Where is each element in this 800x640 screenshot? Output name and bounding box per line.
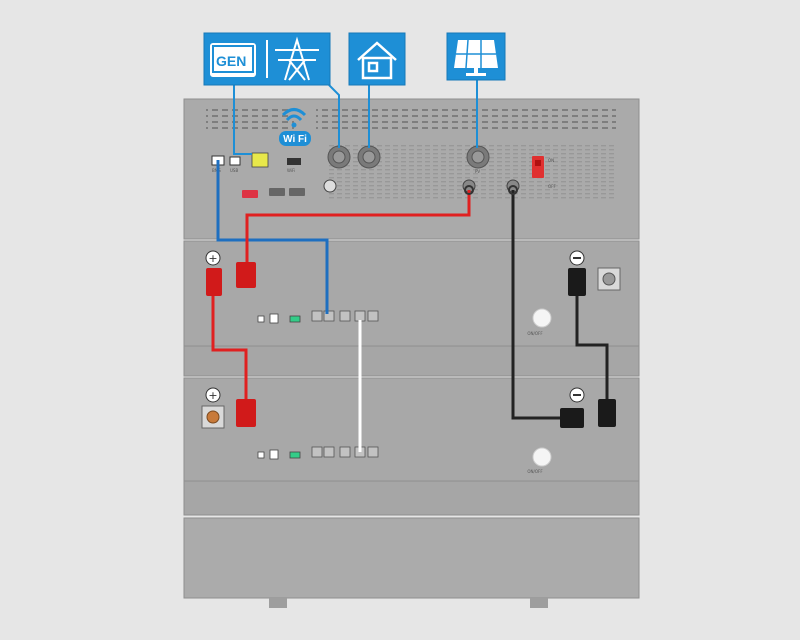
pv-switch-off-label: OFF — [548, 184, 556, 189]
comm-cable-blue — [216, 160, 329, 314]
solar-panel-icon — [454, 39, 498, 76]
red-lug-1 — [206, 262, 256, 296]
negative-terminal-2 — [569, 387, 585, 403]
pv-switch[interactable] — [532, 156, 544, 178]
pv-switch-on-label: ON — [548, 158, 554, 163]
generator-label: GEN — [216, 53, 246, 69]
svg-text:+: + — [208, 389, 217, 402]
black-lug-2 — [560, 399, 616, 428]
positive-terminal-1: + — [205, 250, 221, 266]
negative-cable-black — [511, 190, 609, 420]
copper-terminal-2 — [201, 405, 225, 429]
solar-panel-icon-box — [446, 32, 506, 81]
svg-text:USB: USB — [230, 168, 238, 173]
pv-label: PV — [475, 169, 480, 174]
usb-port — [229, 156, 241, 166]
reset-button — [323, 179, 337, 193]
negative-terminal-1 — [569, 250, 585, 266]
power-button-1 — [532, 308, 552, 328]
copper-terminal-1 — [597, 267, 621, 291]
on-off-label-1: ON/OFF — [527, 331, 543, 336]
svg-text:WiFi: WiFi — [287, 168, 295, 173]
positive-terminal-2: + — [205, 387, 221, 403]
house-icon — [357, 41, 397, 80]
positive-cable-red — [211, 190, 471, 405]
ac-glands — [327, 145, 520, 193]
red-lug-2 — [236, 399, 256, 427]
house-icon-box — [348, 32, 406, 86]
dip-switch — [242, 190, 258, 198]
power-button-2 — [532, 447, 552, 467]
gen-terminal-block — [251, 152, 269, 168]
svg-text:+: + — [208, 252, 217, 265]
power-tower-icon — [275, 36, 319, 81]
black-lug-1 — [568, 268, 586, 296]
wifi-port — [287, 158, 301, 165]
ring-terminals — [464, 185, 518, 195]
generator-icon: GEN — [210, 43, 256, 77]
icon-connection-lines — [233, 80, 478, 155]
battery-module-2 — [257, 446, 552, 467]
inverter-cabinet — [183, 98, 640, 608]
on-off-label-2: ON/OFF — [527, 469, 543, 474]
wifi-label: Wi Fi — [283, 134, 307, 145]
battery-module-1 — [257, 308, 552, 328]
generator-grid-icon-box: GEN — [203, 32, 331, 86]
wifi-icon: Wi Fi — [279, 108, 311, 146]
